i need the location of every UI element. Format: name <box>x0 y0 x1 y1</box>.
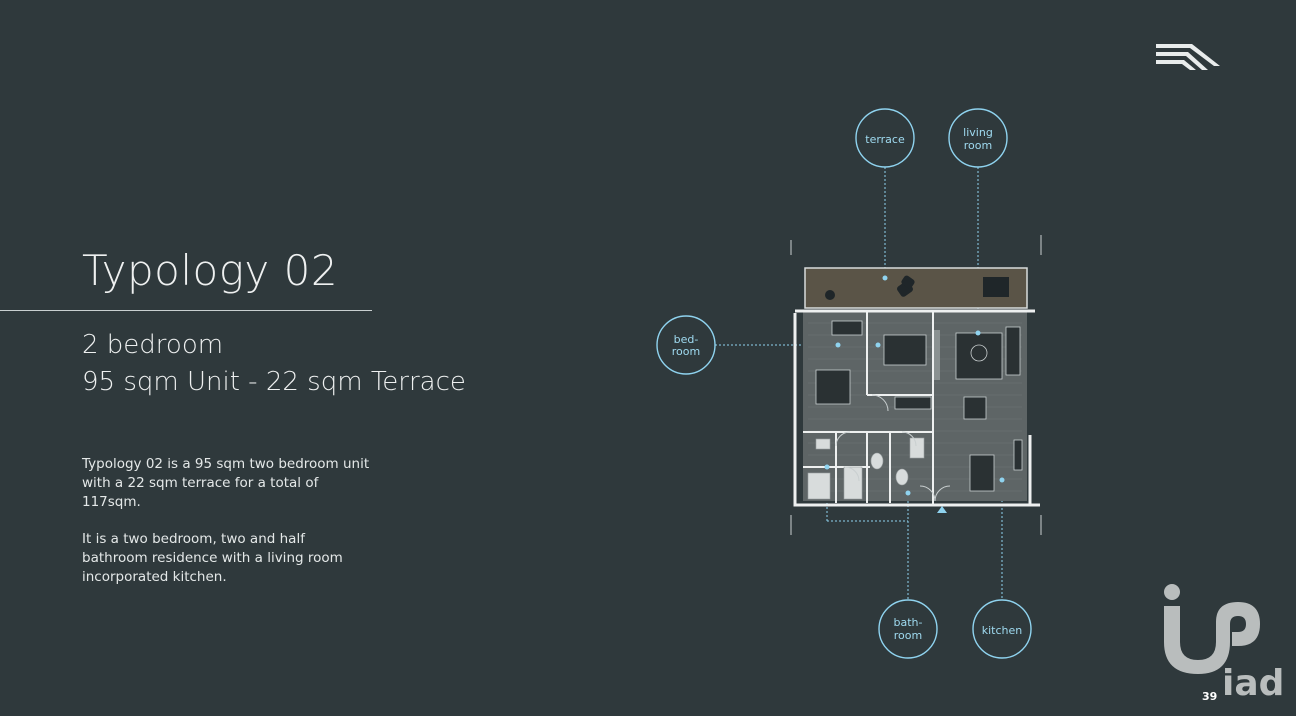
bathroom-callout <box>878 599 938 659</box>
page-number: 39 <box>1202 690 1218 703</box>
description-paragraph-1: Typology 02 is a 95 sqm two bedroom unit… <box>82 456 370 510</box>
bedroom-callout <box>656 315 716 375</box>
title-divider <box>0 310 372 311</box>
living-room-callout <box>948 108 1008 168</box>
floor-plan: terrace living room bed- room bath- room… <box>640 95 1060 679</box>
brand-watermark-text: iad <box>1222 663 1285 704</box>
page-title: Typology 02 <box>82 246 339 295</box>
building-logo-icon <box>1154 42 1220 76</box>
terrace-callout <box>855 108 915 168</box>
living-room-label-line1: living <box>963 126 993 139</box>
kitchen-label: kitchen <box>982 624 1023 637</box>
living-room-label-line2: room <box>964 139 992 152</box>
bathroom-label-line1: bath- <box>894 616 923 629</box>
kitchen-callout <box>972 599 1032 659</box>
bedroom-label-line2: room <box>672 345 700 358</box>
bedroom-label-line1: bed- <box>674 333 699 346</box>
iad-brand-logo <box>1160 582 1286 686</box>
description-paragraph-2: It is a two bedroom, two and half bathro… <box>82 531 343 585</box>
subtitle-bedrooms: 2 bedroom <box>82 330 224 360</box>
bathroom-label-line2: room <box>894 629 922 642</box>
subtitle-area: 95 sqm Unit - 22 sqm Terrace <box>82 367 466 397</box>
terrace-label: terrace <box>865 133 905 146</box>
